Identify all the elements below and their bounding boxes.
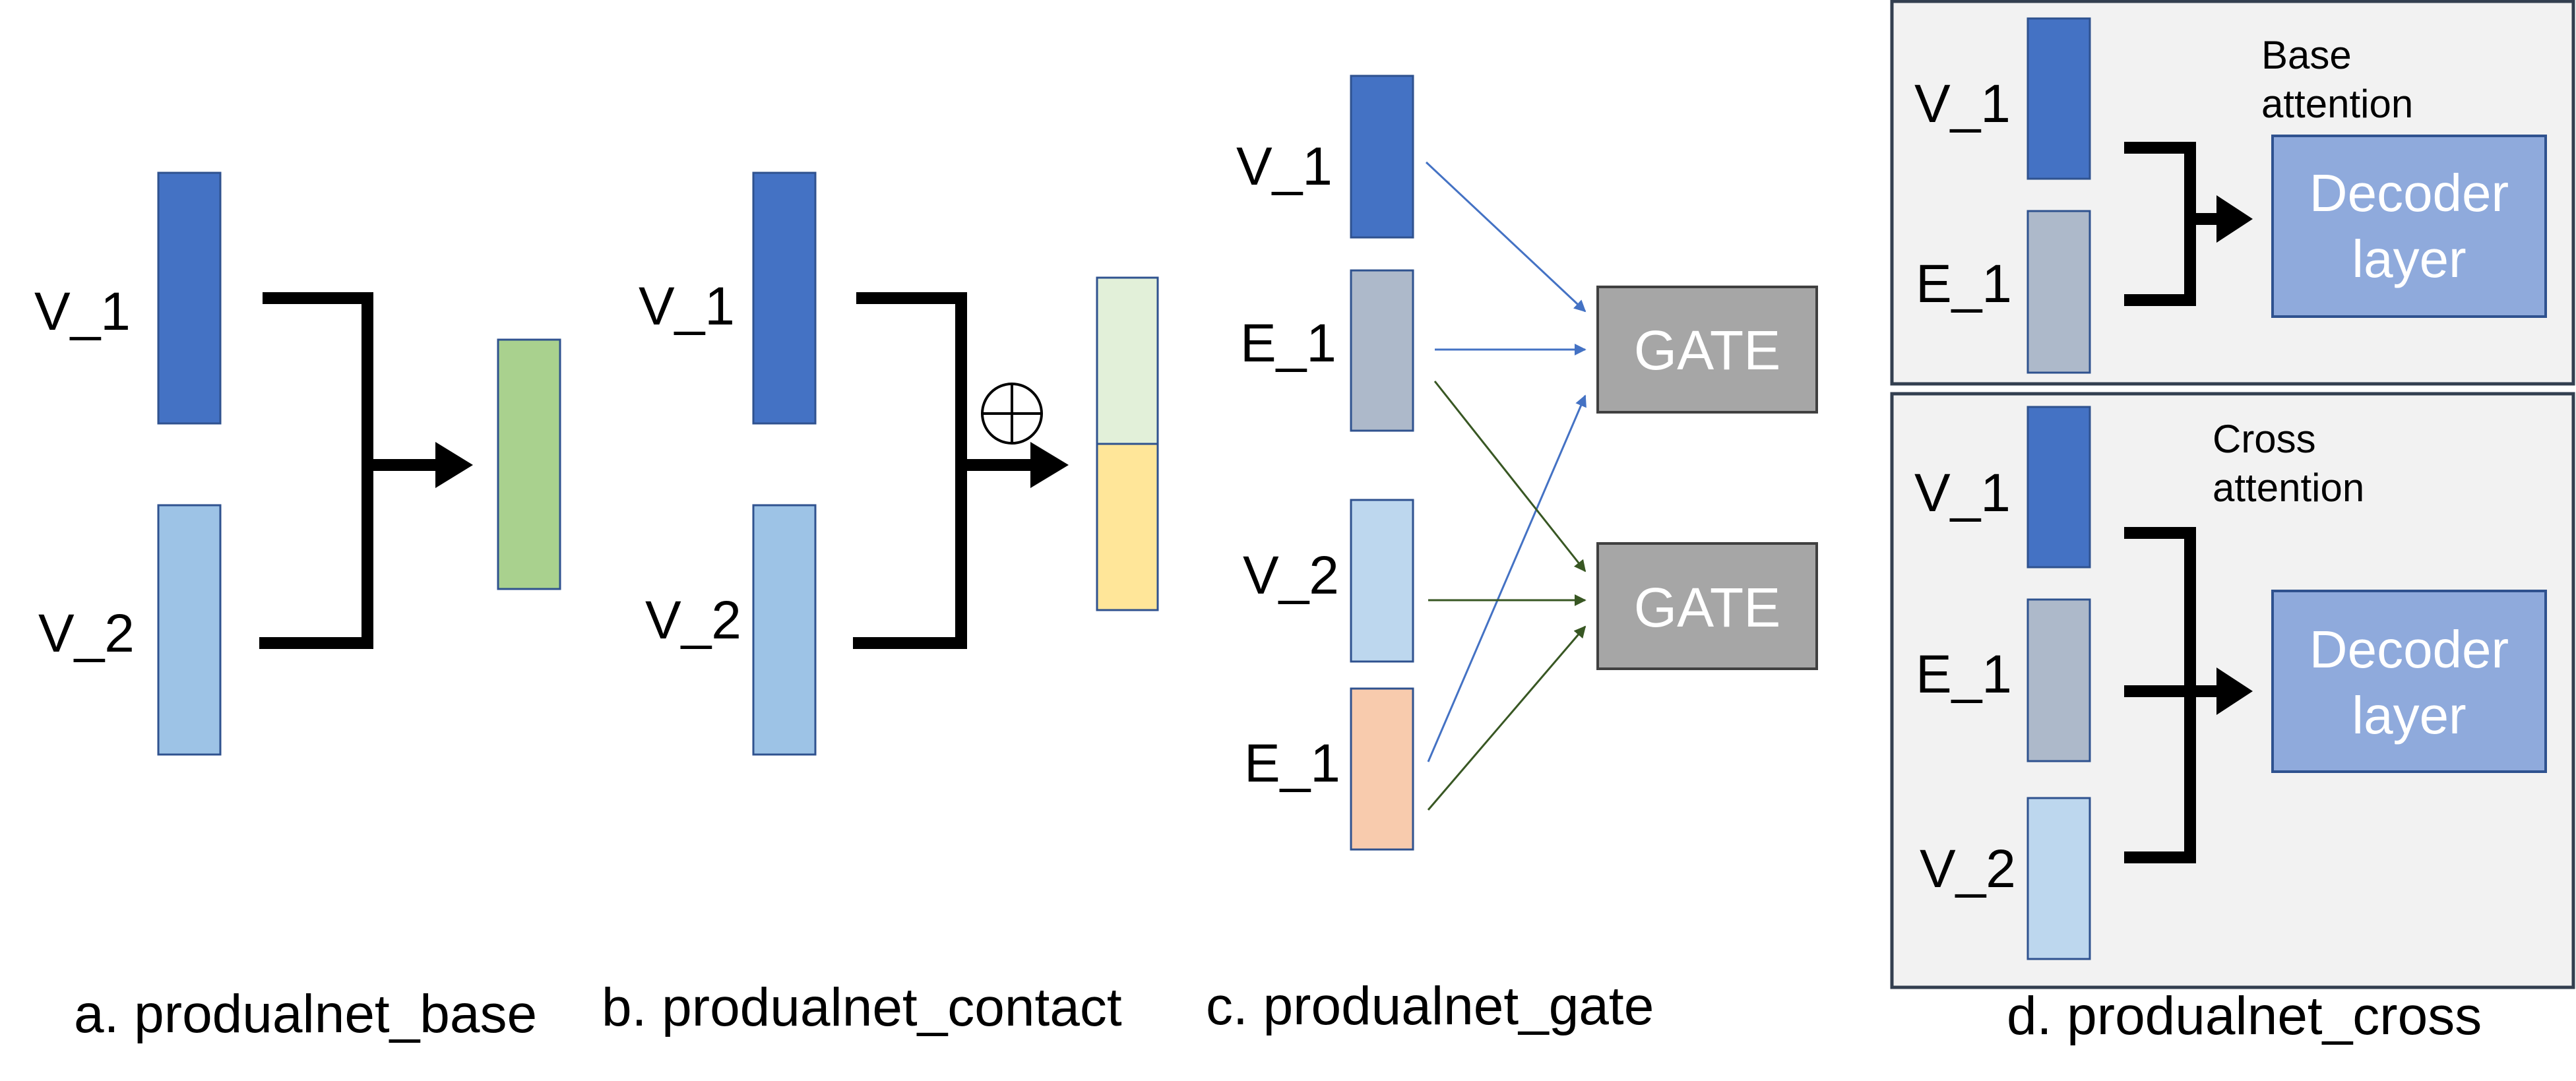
v2-label: V_2	[645, 590, 741, 650]
v2-block	[1350, 499, 1414, 663]
panel-b: V_1 V_2 b. produalnet_contact	[602, 171, 1159, 1037]
e1-block	[2026, 210, 2091, 374]
v2-label: V_2	[1243, 545, 1339, 605]
merge-arrowhead	[2216, 667, 2253, 715]
v2-block	[157, 504, 222, 756]
panel-a: V_1 V_2 a. produalnet_base	[34, 171, 561, 1044]
v1-label: V_1	[34, 282, 131, 342]
concat-output-top	[1096, 276, 1159, 445]
decoder-layer-box	[2271, 135, 2547, 318]
e1-label: E_1	[1916, 254, 2012, 314]
v2-block	[2026, 797, 2091, 960]
v2-label: V_2	[1920, 839, 2016, 899]
arrow-e1-to-gate-bottom	[1433, 381, 1586, 572]
e1-block-top	[1350, 269, 1414, 432]
merge-connector	[259, 292, 442, 649]
merge-arrowhead	[1030, 442, 1069, 488]
v2-label: V_2	[38, 603, 135, 664]
caption-a: a. produalnet_base	[74, 984, 537, 1044]
e1-label-bottom: E_1	[1244, 733, 1340, 793]
caption-c: c. produalnet_gate	[1206, 976, 1654, 1036]
v1-label: V_1	[1236, 137, 1333, 197]
gate-label-bottom: GATE	[1634, 576, 1780, 638]
decoder-label-line2: layer	[2352, 686, 2466, 745]
v1-label: V_1	[1914, 74, 2011, 134]
e1-block-bottom	[1350, 687, 1414, 851]
v1-block	[157, 171, 222, 425]
e1-label-top: E_1	[1240, 313, 1336, 373]
arrow-e1b-to-gate-bottom	[1427, 625, 1586, 811]
decoder-label-line1: Decoder	[2309, 164, 2509, 222]
panel-d: V_1 E_1 Base attention Decoder layer V_1…	[1890, 0, 2575, 1046]
base-attention-note-line2: attention	[2261, 82, 2413, 126]
merge-connector	[2124, 527, 2223, 863]
concat-output-bottom	[1096, 443, 1159, 611]
arrow-e1b-to-gate-top	[1427, 394, 1586, 762]
base-attention-note-line1: Base	[2261, 33, 2352, 77]
v2-block	[752, 504, 817, 756]
merge-connector	[853, 292, 1036, 649]
cross-attention-note-line1: Cross	[2213, 417, 2316, 461]
v1-label: V_1	[639, 276, 735, 336]
decoder-layer-box	[2271, 590, 2547, 773]
arrow-v1-to-gate-top	[1425, 161, 1586, 313]
concat-symbol-icon	[981, 383, 1043, 445]
cross-attention-note-line2: attention	[2213, 466, 2364, 510]
gate-box-bottom	[1596, 542, 1818, 670]
decoder-label-line1: Decoder	[2309, 620, 2509, 679]
panel-c: V_1 E_1 V_2 E_1 GATE GATE c. produalnet_…	[1206, 75, 1818, 1036]
merge-arrowhead	[2216, 195, 2253, 243]
gate-box-top	[1596, 286, 1818, 414]
v1-block	[752, 171, 817, 425]
v1-block	[2026, 406, 2091, 569]
decoder-label-line2: layer	[2352, 230, 2466, 288]
e1-block	[2026, 598, 2091, 762]
merge-arrowhead	[435, 442, 473, 488]
e1-label: E_1	[1916, 644, 2012, 704]
caption-d: d. produalnet_cross	[2007, 986, 2482, 1046]
v1-block	[2026, 17, 2091, 180]
v1-block	[1350, 75, 1414, 239]
caption-b: b. produalnet_contact	[602, 977, 1122, 1037]
v1-label: V_1	[1914, 463, 2011, 523]
output-block	[497, 338, 561, 590]
gate-label-top: GATE	[1634, 319, 1780, 381]
